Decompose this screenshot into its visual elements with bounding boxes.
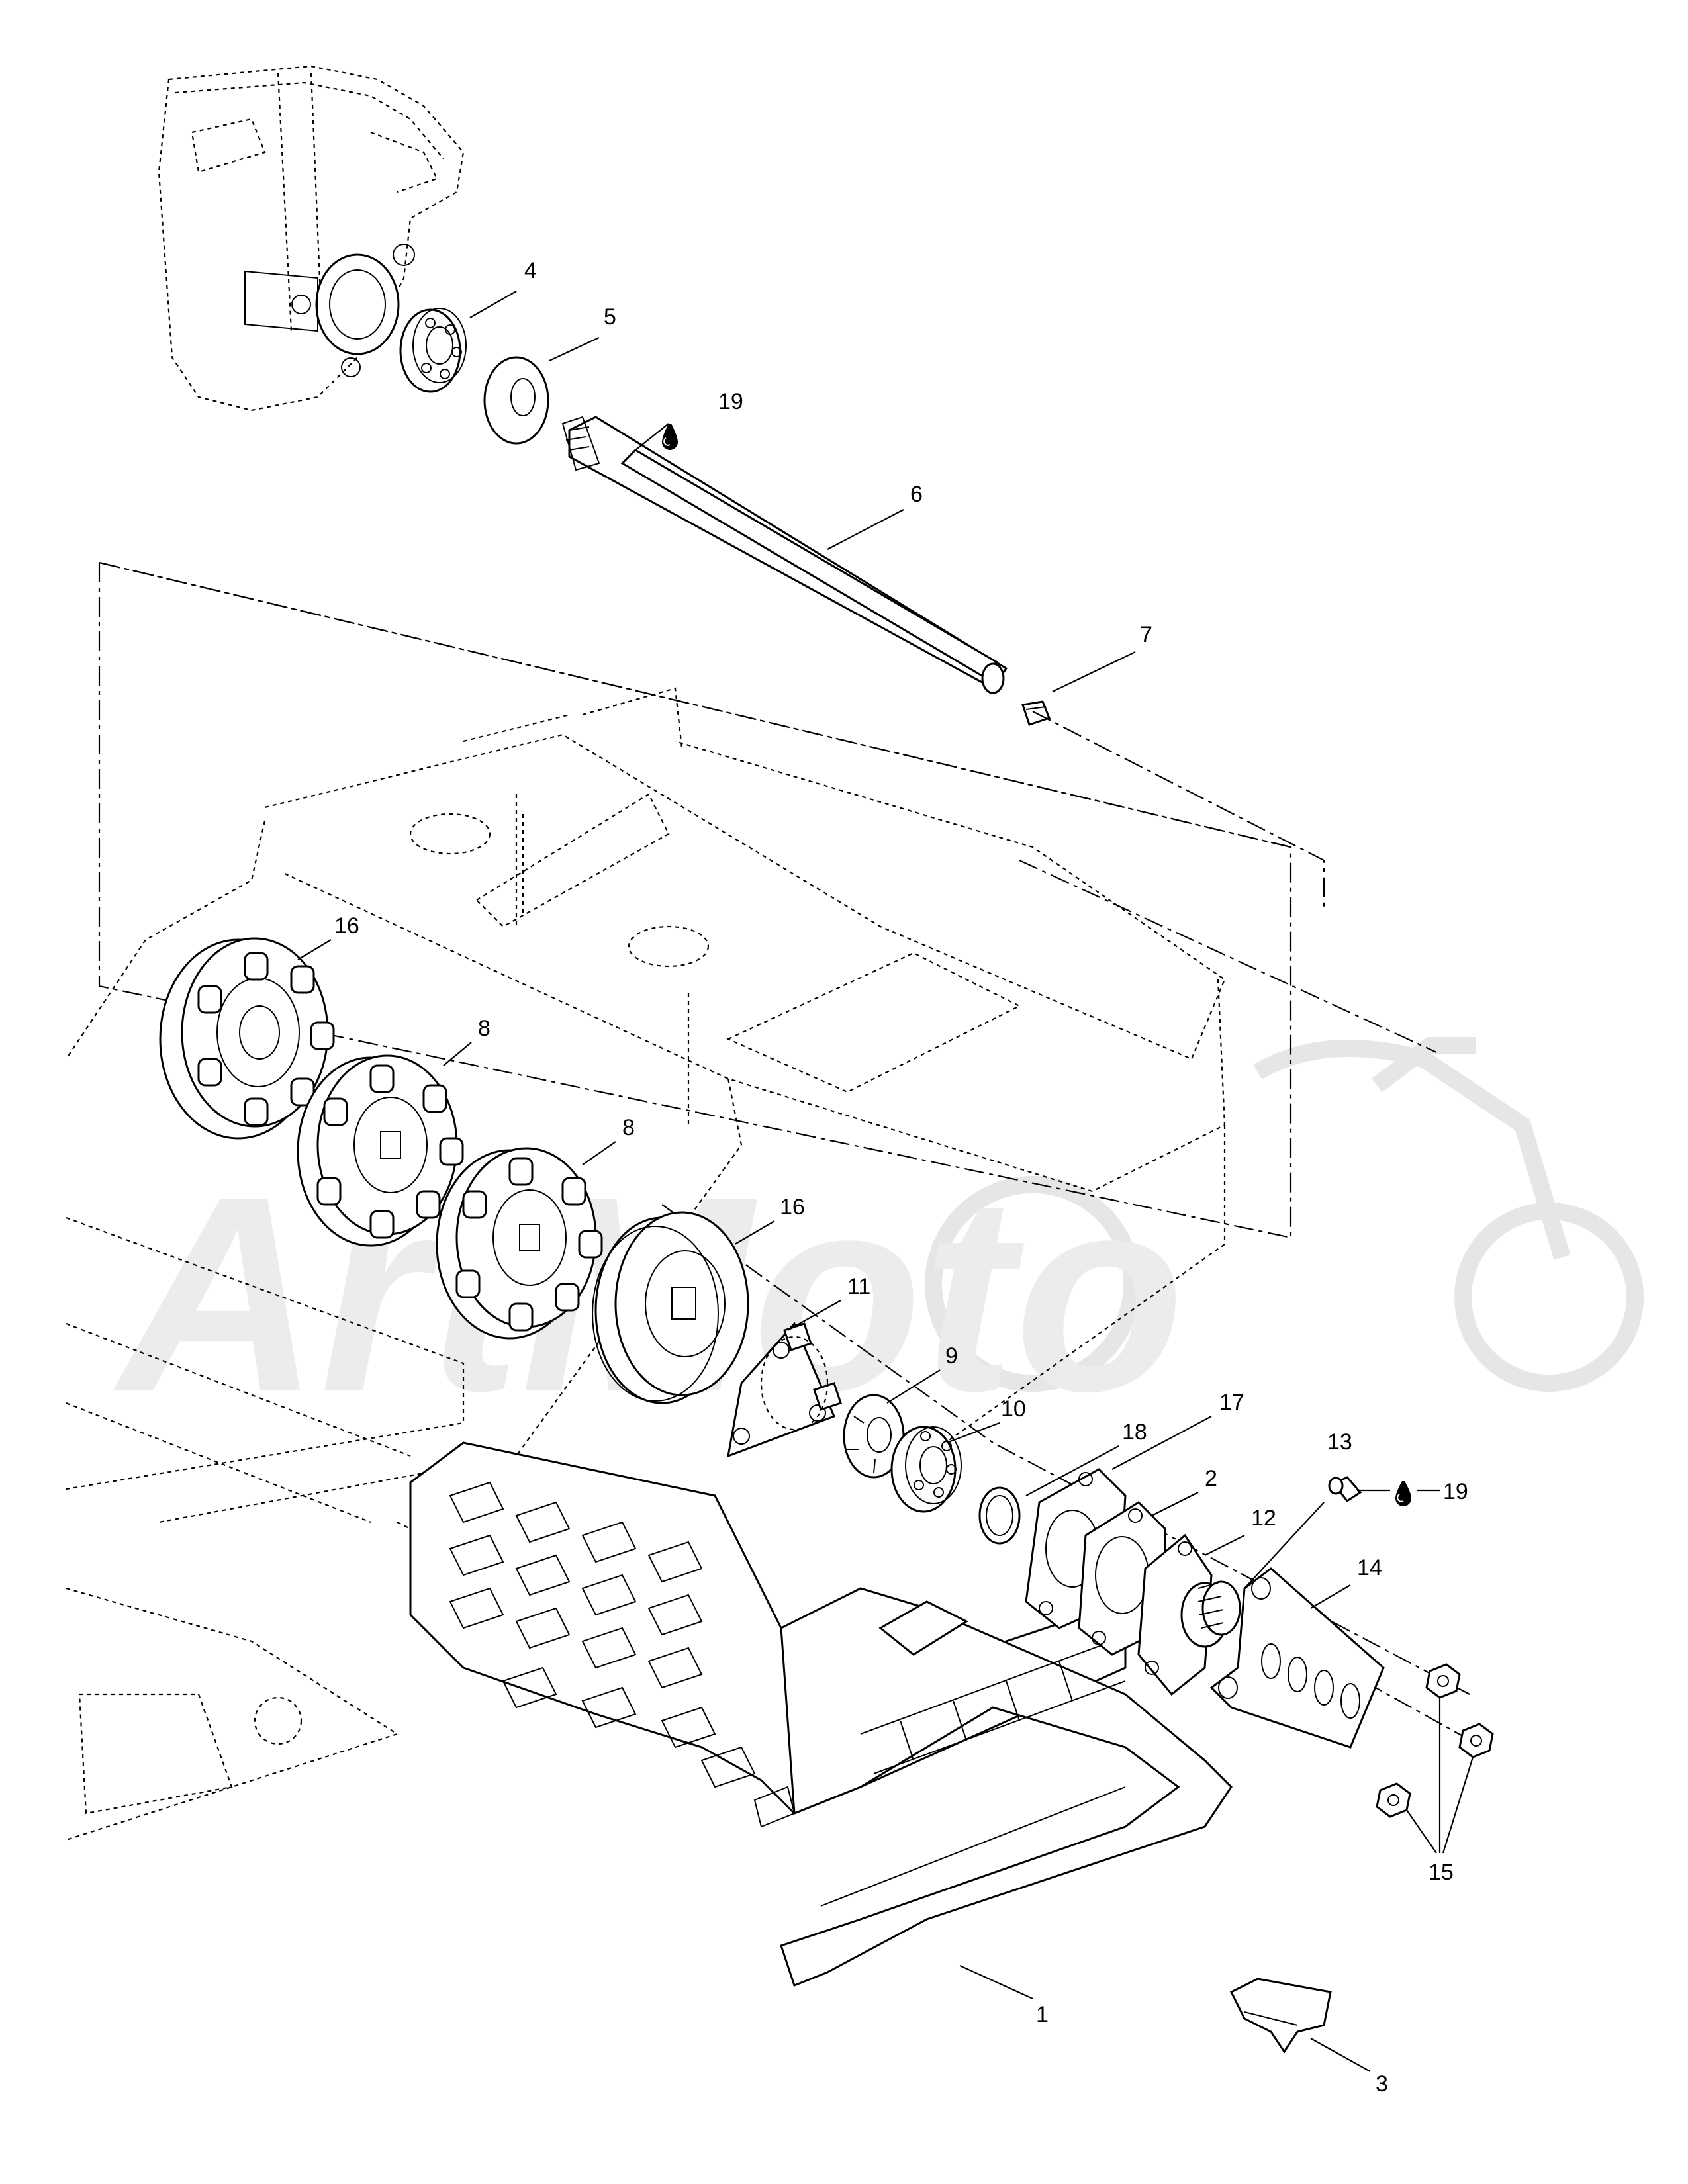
part-14-bracket: [1209, 1567, 1385, 1749]
callout-1: 1: [1036, 2002, 1049, 2027]
callout-16a: 16: [334, 913, 359, 938]
part-15-nuts: [1376, 1663, 1494, 1818]
leader-lines: [297, 291, 1474, 2072]
callout-19a: 19: [718, 389, 743, 414]
track-lugs: [449, 1481, 796, 1828]
part-3-slider-clip: [1229, 1978, 1332, 2054]
part-6-drive-axle: [561, 416, 1008, 694]
part-18-circlip: [978, 1486, 1021, 1545]
part-16-idler-wheel-left: [159, 937, 335, 1140]
callout-14: 14: [1357, 1555, 1382, 1580]
part-11-bearing-plate: [727, 1322, 842, 1458]
callout-11: 11: [847, 1274, 870, 1299]
part-4-bearing: [399, 308, 467, 393]
oil-drop-icon: [1395, 1481, 1411, 1506]
part-7-clip: [1021, 700, 1051, 726]
callout-6: 6: [910, 482, 923, 507]
part-5-washer: [483, 356, 549, 445]
callout-13: 13: [1327, 1430, 1352, 1455]
part-10-bearing: [890, 1426, 962, 1513]
callout-16b: 16: [780, 1195, 805, 1220]
callout-10: 10: [1001, 1396, 1026, 1422]
part-8-drive-sprocket-b: [436, 1147, 603, 1340]
callout-4: 4: [524, 258, 537, 283]
part-8-drive-sprocket-a: [297, 1054, 464, 1247]
callout-19b: 19: [1443, 1479, 1468, 1504]
callout-8b: 8: [622, 1115, 635, 1140]
chaincase-housing: [158, 65, 465, 412]
tunnel-chassis-outline: [66, 687, 1226, 1841]
callout-5: 5: [604, 304, 616, 330]
callout-15: 15: [1429, 1860, 1454, 1885]
callout-labels: 4 5 19 6 7 16 8 8 16 11 9 10 18 17 2 12 …: [334, 258, 1468, 2097]
callout-9: 9: [945, 1343, 958, 1369]
part-1-track: [409, 1441, 1233, 1987]
callout-7: 7: [1140, 622, 1152, 647]
callout-3: 3: [1376, 2071, 1388, 2097]
oil-drop-icon: [662, 424, 678, 450]
part-13-grease-fitting: [1328, 1476, 1362, 1503]
callout-17: 17: [1219, 1390, 1244, 1415]
callout-18: 18: [1122, 1420, 1147, 1445]
part-12-bearing-housing: [1137, 1533, 1241, 1696]
callout-12: 12: [1251, 1506, 1276, 1531]
watermark-motorcycle-logo: [925, 1037, 1644, 1392]
callout-2: 2: [1205, 1466, 1217, 1491]
callout-8a: 8: [478, 1016, 491, 1041]
part-16-idler-wheel-right: [592, 1211, 749, 1404]
